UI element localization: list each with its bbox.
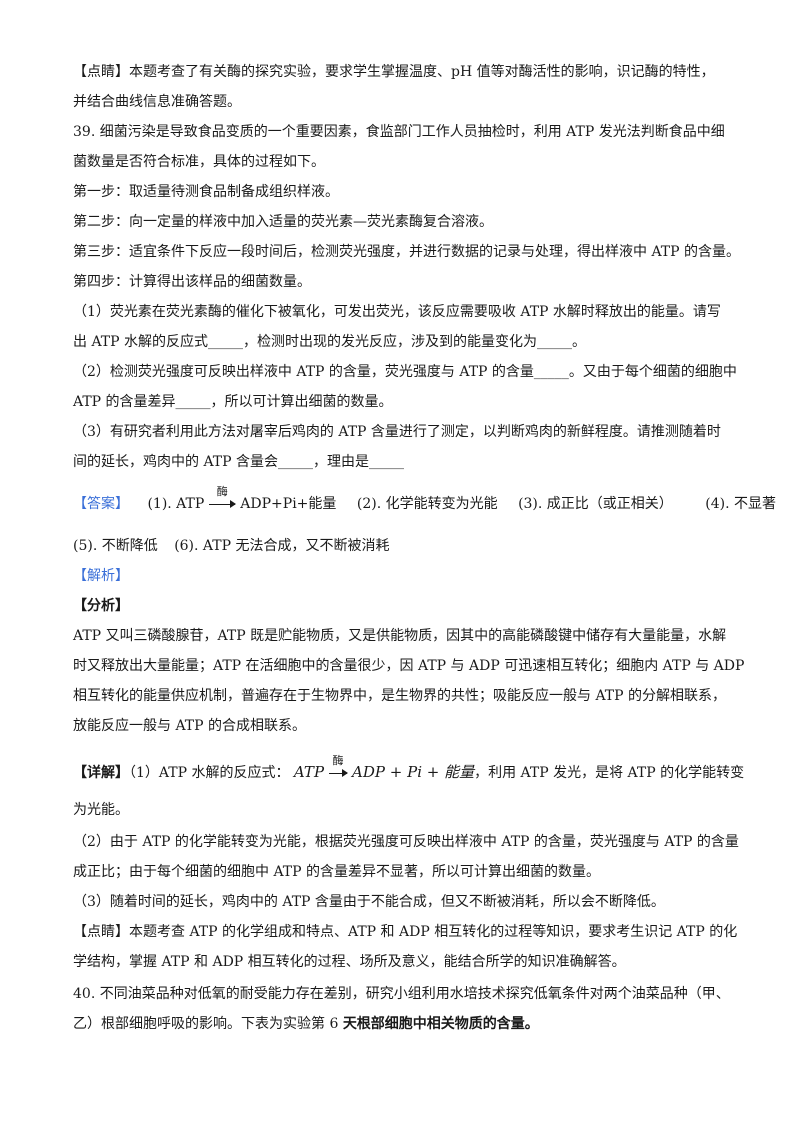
- detail-text: （1）ATP 水解的反应式：: [129, 765, 290, 781]
- text-line: ATP 的含量差异_____，所以可计算出细菌的数量。: [73, 394, 393, 410]
- answer-4: (4). 不显著: [705, 496, 776, 512]
- enzyme-label: 酶: [216, 485, 228, 498]
- answer-6: (6). ATP 无法合成，又不断被消耗: [174, 538, 390, 554]
- step-1: 第一步：取适量待测食品制备成组织样液。: [73, 184, 339, 200]
- text-line: （3）有研究者利用此方法对屠宰后鸡肉的 ATP 含量进行了测定，以判断鸡肉的新鲜…: [73, 424, 721, 440]
- enzyme-arrow: 酶: [204, 485, 240, 514]
- question-39-line: 39. 细菌污染是导致食品变质的一个重要因素，食监部门工作人员抽检时，利用 AT…: [73, 124, 725, 140]
- text-line: 【点睛】本题考查了有关酶的探究实验，要求学生掌握温度、pH 值等对酶活性的影响，…: [73, 64, 715, 80]
- text-line: （1）荧光素在荧光素酶的催化下被氧化，可发出荧光，该反应需要吸收 ATP 水解时…: [73, 304, 721, 320]
- fenxi-line: 放能反应一般与 ATP 的合成相联系。: [73, 718, 307, 734]
- q40-bold-text: 天根部细胞中相关物质的含量。: [342, 1016, 539, 1032]
- detail-text: ，利用 ATP 发光，是将 ATP 的化学能转变: [474, 765, 745, 781]
- enzyme-label: 酶: [332, 754, 344, 767]
- text-line: 间的延长，鸡肉中的 ATP 含量会_____，理由是_____: [73, 454, 405, 470]
- question-40-line: 40. 不同油菜品种对低氧的耐受能力存在差别，研究小组利用水培技术探究低氧条件对…: [73, 986, 730, 1002]
- detail-line: （3）随着时间的延长，鸡肉中的 ATP 含量由于不能合成，但又不断被消耗，所以会…: [73, 894, 665, 910]
- step-3: 第三步：适宜条件下反应一段时间后，检测荧光强度，并进行数据的记录与处理，得出样液…: [73, 244, 741, 260]
- detail-line: （2）由于 ATP 的化学能转变为光能，根据荧光强度可反映出样液中 ATP 的含…: [73, 834, 739, 850]
- text-line: 出 ATP 水解的反应式_____，检测时出现的发光反应，涉及到的能量变化为__…: [73, 334, 587, 350]
- answer-2: (2). 化学能转变为光能: [356, 496, 498, 512]
- arrow-icon: [209, 500, 237, 508]
- detail-tag: 【详解】: [73, 765, 129, 781]
- formula-products: ADP + Pi + 能量: [352, 763, 475, 781]
- detail-line-1: 【详解】（1）ATP 水解的反应式： ATP 酶 ADP + Pi + 能量，利用 …: [73, 754, 745, 783]
- answer-1a: (1). ATP: [147, 496, 205, 512]
- dianjing-line: 学结构，掌握 ATP 和 ADP 相互转化的过程、场所及意义，能结合所学的知识准…: [73, 954, 626, 970]
- answer-tag: 【答案】: [73, 496, 129, 512]
- answer-3: (3). 成正比（或正相关）: [518, 496, 673, 512]
- detail-line: 成正比；由于每个细菌的细胞中 ATP 的含量差异不显著，所以可计算出细菌的数量。: [73, 864, 601, 880]
- text-line: （2）检测荧光强度可反映出样液中 ATP 的含量，荧光强度与 ATP 的含量__…: [73, 364, 737, 380]
- formula-atp: ATP: [293, 763, 325, 781]
- q40-text: 乙）根部细胞呼吸的影响。下表为实验第 6: [73, 1016, 343, 1032]
- text-line: 菌数量是否符合标准，具体的过程如下。: [73, 154, 325, 170]
- step-2: 第二步：向一定量的样液中加入适量的荧光素—荧光素酶复合溶液。: [73, 214, 493, 230]
- answer-line: 【答案】 (1). ATP 酶 ADP+Pi+能量 (2). 化学能转变为光能 (3…: [73, 485, 776, 514]
- fenxi-line: ATP 又叫三磷酸腺苷，ATP 既是贮能物质，又是供能物质，因其中的高能磷酸键中…: [73, 628, 727, 644]
- answer-1b: ADP+Pi+能量: [240, 496, 337, 512]
- arrow-icon: [329, 769, 349, 777]
- formula-arrow: 酶: [324, 754, 352, 783]
- analysis-tag: 【解析】: [73, 568, 129, 584]
- fenxi-tag: 【分析】: [73, 598, 129, 614]
- answer-line-2: (5). 不断降低 (6). ATP 无法合成，又不断被消耗: [73, 536, 389, 556]
- detail-line: 为光能。: [73, 802, 129, 818]
- answer-5: (5). 不断降低: [73, 538, 158, 554]
- dianjing-line: 【点睛】本题考查 ATP 的化学组成和特点、ATP 和 ADP 相互转化的过程等…: [73, 924, 738, 940]
- fenxi-line: 相互转化的能量供应机制，普遍存在于生物界中，是生物界的共性；吸能反应一般与 AT…: [73, 688, 727, 704]
- question-40-line-2: 乙）根部细胞呼吸的影响。下表为实验第 6 天根部细胞中相关物质的含量。: [73, 1014, 539, 1034]
- text-line: 并结合曲线信息准确答题。: [73, 94, 241, 110]
- step-4: 第四步：计算得出该样品的细菌数量。: [73, 274, 311, 290]
- fenxi-line: 时又释放出大量能量；ATP 在活细胞中的含量很少，因 ATP 与 ADP 可迅速…: [73, 658, 745, 674]
